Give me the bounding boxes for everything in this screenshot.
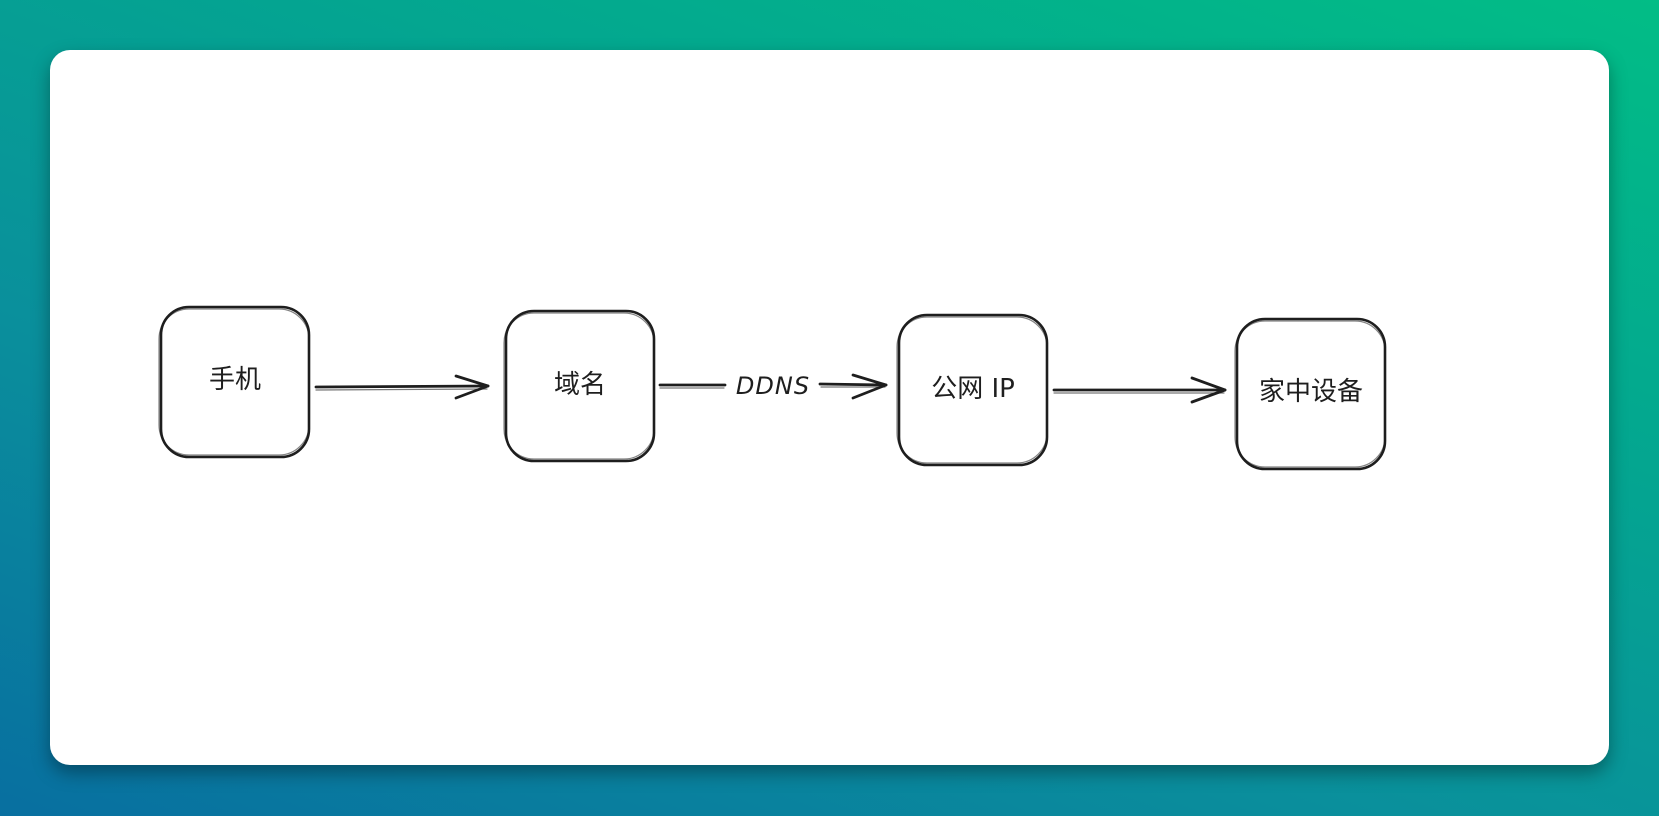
node-home-device[interactable]: 家中设备 <box>1234 317 1387 471</box>
flow-diagram: 手机 域名 公网 IP 家中设备 <box>158 305 1387 471</box>
arrow-public-ip-to-home-device[interactable] <box>1052 376 1227 404</box>
node-public-ip-label: 公网 IP <box>931 374 1015 404</box>
edge-ddns-label: DDNS <box>736 372 810 400</box>
node-domain-label: 域名 <box>554 370 606 400</box>
arrow-domain-to-public-ip[interactable]: DDNS <box>658 372 888 400</box>
node-phone[interactable]: 手机 <box>158 305 311 459</box>
node-public-ip[interactable]: 公网 IP <box>896 313 1049 467</box>
diagram-canvas: 手机 域名 公网 IP 家中设备 <box>50 50 1609 765</box>
arrow-phone-to-domain[interactable] <box>314 374 490 400</box>
node-home-device-label: 家中设备 <box>1259 377 1363 407</box>
node-phone-label: 手机 <box>209 365 261 395</box>
node-domain[interactable]: 域名 <box>503 309 656 463</box>
